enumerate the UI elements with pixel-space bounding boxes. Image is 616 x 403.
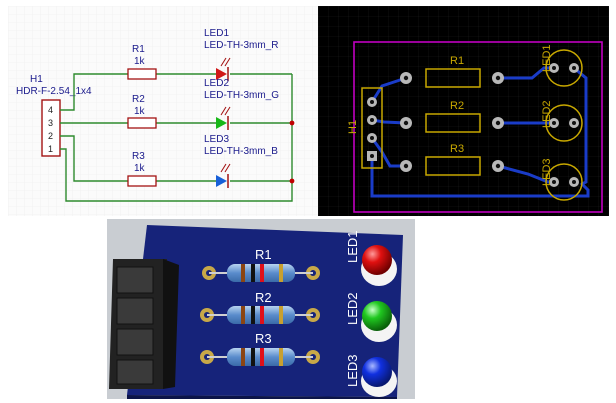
led3-emission-arrows (220, 163, 231, 173)
pcb-r1-footprint (425, 68, 481, 88)
header-ref-label: H1 (30, 74, 43, 85)
header-part-label: HDR-F-2.54_1x4 (16, 86, 92, 97)
r3-ref: R3 (132, 151, 145, 162)
board-3d-panel: R1 R2 R3 LED1 LED2 (107, 219, 415, 399)
pcb-led3-footprint (545, 163, 583, 201)
board-led1-label: LED1 (345, 230, 360, 263)
board-r1-label: R1 (255, 247, 272, 262)
h1-silkscreen (361, 87, 383, 169)
led3-ref: LED3 (204, 134, 229, 145)
r3-value: 1k (134, 163, 146, 174)
board-r3-label: R3 (255, 331, 272, 346)
r1-symbol (127, 68, 157, 80)
pcb-led1-label: LED1 (541, 44, 553, 72)
led1-emission-arrows (220, 57, 231, 67)
pcb-led2-label: LED2 (541, 100, 553, 128)
schematic-wires (60, 73, 293, 202)
led2-ref: LED2 (204, 78, 229, 89)
board-led3-label: LED3 (345, 354, 360, 387)
pcb-layout-panel: H1 R1 R2 R3 LED1 LED2 LED3 (318, 6, 609, 216)
r1-ref: R1 (132, 44, 145, 55)
schematic-panel: H1 HDR-F-2.54_1x4 4 3 2 1 R1 1k R2 1k R3… (8, 6, 318, 216)
h1-pads (367, 97, 377, 161)
resistor-3d-r1: R1 (202, 247, 320, 282)
pcb-r3-footprint (425, 156, 481, 176)
header-connector (109, 259, 179, 389)
board-r2-label: R2 (255, 290, 272, 305)
led1-part: LED-TH-3mm_R (204, 40, 278, 51)
led-3d-green (361, 301, 397, 342)
pcb-r2-label: R2 (450, 100, 464, 112)
pcb-r3-label: R3 (450, 143, 464, 155)
h1-label: H1 (347, 120, 359, 134)
led2-emission-arrows (220, 106, 231, 116)
board-led2-label: LED2 (345, 292, 360, 325)
header-pin-4: 4 (48, 105, 53, 115)
led2-symbol (216, 117, 227, 129)
header-pin-2: 2 (48, 131, 53, 141)
pcb-led3-label: LED3 (541, 158, 553, 186)
pcb-drawing: H1 R1 R2 R3 LED1 LED2 LED3 (318, 6, 609, 216)
led1-symbol (216, 68, 227, 80)
led1-ref: LED1 (204, 28, 229, 39)
board-3d-render: R1 R2 R3 LED1 LED2 (109, 225, 403, 399)
pcb-led2-footprint (545, 104, 583, 142)
header-symbol (41, 99, 61, 157)
resistor-3d-r3: R3 (200, 331, 320, 366)
pcb-r2-footprint (425, 113, 481, 133)
r3-symbol (127, 175, 157, 187)
led3-part: LED-TH-3mm_B (204, 146, 278, 157)
r1-value: 1k (134, 56, 146, 67)
led-3d-red (361, 245, 397, 286)
junction-dot (289, 120, 295, 126)
r2-symbol (127, 117, 157, 129)
header-pin-1: 1 (48, 144, 53, 154)
schematic-drawing: H1 HDR-F-2.54_1x4 4 3 2 1 R1 1k R2 1k R3… (8, 6, 318, 216)
r2-value: 1k (134, 106, 146, 117)
junction-dot (289, 178, 295, 184)
led2-part: LED-TH-3mm_G (204, 90, 279, 101)
pcb-led1-footprint (545, 49, 583, 87)
resistor-3d-r2: R2 (200, 290, 320, 324)
led-3d-blue (361, 357, 397, 397)
header-pin-3: 3 (48, 118, 53, 128)
led3-symbol (216, 175, 227, 187)
r2-ref: R2 (132, 94, 145, 105)
board-outline (353, 41, 603, 213)
pcb-r1-label: R1 (450, 55, 464, 67)
